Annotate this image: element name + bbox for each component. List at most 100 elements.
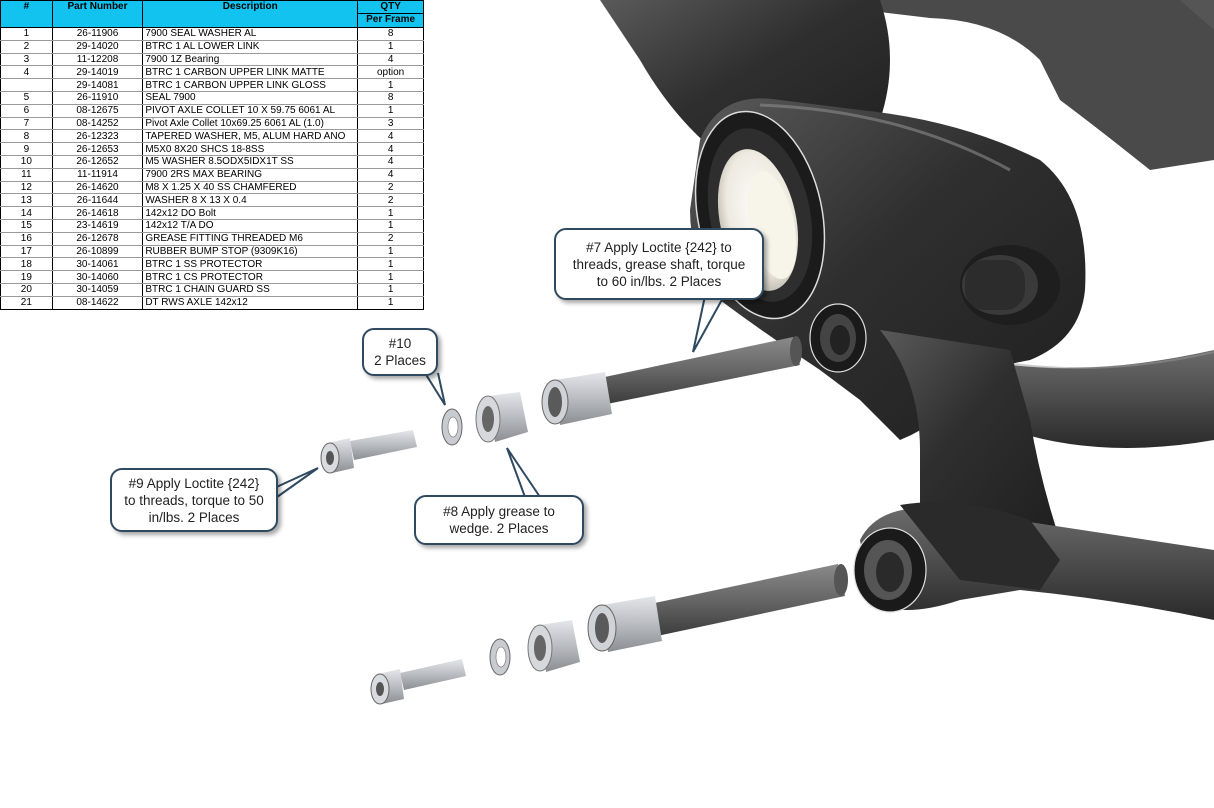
cell-qty: 1 xyxy=(357,245,424,259)
cell-qty: 1 xyxy=(357,206,424,220)
cell-description: DT RWS AXLE 142x12 xyxy=(142,296,359,310)
parts-list-table: # Part Number Description QTY Per Frame … xyxy=(0,0,424,310)
leader-c10 xyxy=(424,372,446,406)
bike-frame xyxy=(600,0,1214,620)
cell-qty: 4 xyxy=(357,142,424,156)
cell-description: WASHER 8 X 13 X 0.4 xyxy=(142,193,359,208)
cell-qty: 1 xyxy=(357,270,424,284)
cell-part-number: 26-11906 xyxy=(51,27,144,41)
lower-wedge xyxy=(527,620,580,672)
lower-washer xyxy=(489,638,511,676)
header-number: # xyxy=(0,0,53,28)
cell-description: M8 X 1.25 X 40 SS CHAMFERED xyxy=(142,181,359,195)
cell-number: 11 xyxy=(0,168,53,182)
cell-number xyxy=(0,78,53,92)
cell-description: 7900 2RS MAX BEARING xyxy=(142,168,359,182)
cell-part-number: 26-11644 xyxy=(51,193,144,208)
cell-qty: 3 xyxy=(357,117,424,131)
lower-hardware-set xyxy=(370,564,848,705)
cell-qty: 1 xyxy=(357,283,424,297)
cell-description: BTRC 1 CARBON UPPER LINK GLOSS xyxy=(142,78,359,92)
cell-description: 142x12 DO Bolt xyxy=(142,206,359,220)
cell-number: 8 xyxy=(0,129,53,144)
cell-qty: 2 xyxy=(357,232,424,246)
cell-qty: 4 xyxy=(357,155,424,169)
cell-qty: 8 xyxy=(357,91,424,105)
cell-part-number: 26-14618 xyxy=(51,206,144,220)
upper-bolt xyxy=(320,430,417,474)
cell-number: 16 xyxy=(0,232,53,246)
cell-number: 17 xyxy=(0,245,53,259)
cell-number: 5 xyxy=(0,91,53,105)
cell-part-number: 26-12652 xyxy=(51,155,144,169)
callout-loctite-bolt-text: #9 Apply Loctite {242} to threads, torqu… xyxy=(124,475,264,525)
cell-description: GREASE FITTING THREADED M6 xyxy=(142,232,359,246)
cell-qty: 4 xyxy=(357,53,424,67)
cell-number: 4 xyxy=(0,65,53,80)
cell-number: 2 xyxy=(0,40,53,54)
lower-collet xyxy=(587,596,662,652)
cell-description: 7900 1Z Bearing xyxy=(142,53,359,67)
cell-description: M5 WASHER 8.5ODX5IDX1T SS xyxy=(142,155,359,169)
lower-bolt xyxy=(370,659,466,705)
cell-part-number: 08-14252 xyxy=(51,117,144,131)
cell-number: 7 xyxy=(0,117,53,131)
upper-axle-shaft xyxy=(600,336,802,404)
cell-part-number: 29-14081 xyxy=(51,78,144,92)
cell-description: BTRC 1 CARBON UPPER LINK MATTE xyxy=(142,65,359,80)
cell-qty: option xyxy=(357,65,424,80)
leader-c8 xyxy=(506,447,541,498)
cell-description: 7900 SEAL WASHER AL xyxy=(142,27,359,41)
cell-number: 10 xyxy=(0,155,53,169)
cell-number: 3 xyxy=(0,53,53,67)
cell-part-number: 26-12653 xyxy=(51,142,144,156)
cell-part-number: 26-12323 xyxy=(51,129,144,144)
cell-qty: 2 xyxy=(357,181,424,195)
cell-qty: 1 xyxy=(357,78,424,92)
cell-description: BTRC 1 CS PROTECTOR xyxy=(142,270,359,284)
cell-description: RUBBER BUMP STOP (9309K16) xyxy=(142,245,359,259)
leader-c9 xyxy=(269,467,319,503)
callout-washer-count-text: #10 2 Places xyxy=(374,336,426,368)
cell-number: 15 xyxy=(0,219,53,233)
callout-washer-count: #10 2 Places xyxy=(362,328,438,376)
cell-number: 20 xyxy=(0,283,53,297)
cell-part-number: 30-14060 xyxy=(51,270,144,284)
cell-part-number: 26-10899 xyxy=(51,245,144,259)
callout-loctite-shaft: #7 Apply Loctite {242} to threads, greas… xyxy=(554,228,764,300)
cell-qty: 4 xyxy=(357,129,424,144)
cell-qty: 2 xyxy=(357,193,424,208)
cell-qty: 1 xyxy=(357,40,424,54)
cell-number: 9 xyxy=(0,142,53,156)
cell-part-number: 23-14619 xyxy=(51,219,144,233)
cell-description: SEAL 7900 xyxy=(142,91,359,105)
cell-number: 21 xyxy=(0,296,53,310)
cell-qty: 1 xyxy=(357,257,424,272)
cell-part-number: 08-12675 xyxy=(51,104,144,118)
cell-number: 1 xyxy=(0,27,53,41)
cell-part-number: 26-11910 xyxy=(51,91,144,105)
upper-washer xyxy=(441,408,463,446)
cell-number: 19 xyxy=(0,270,53,284)
cell-description: 142x12 T/A DO xyxy=(142,219,359,233)
lower-axle-shaft xyxy=(650,564,848,636)
cell-number: 14 xyxy=(0,206,53,220)
cell-description: TAPERED WASHER, M5, ALUM HARD ANO xyxy=(142,129,359,144)
